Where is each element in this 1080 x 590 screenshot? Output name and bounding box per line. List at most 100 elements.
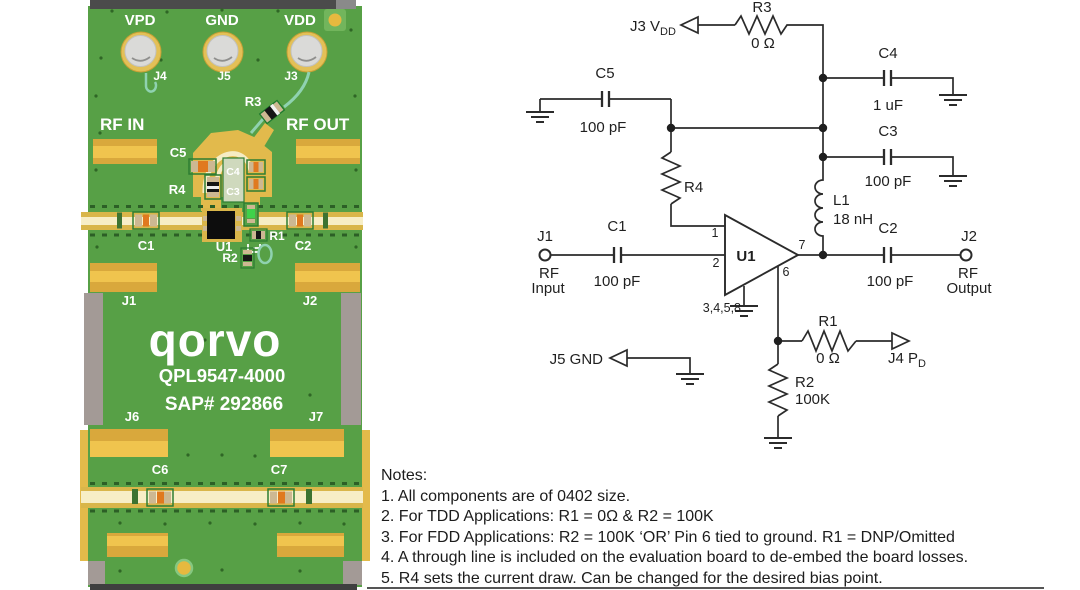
edge-connector-bottom-left	[88, 561, 105, 585]
pcb-silkscreen-labels: VPD GND VDD J4 J5 J3 R3 RF IN RF OUT C5 …	[100, 12, 350, 477]
fiducial-top	[324, 9, 346, 31]
pcb-component-c7	[267, 488, 295, 507]
label-j1: J1	[122, 293, 136, 308]
connector-j1-symbol	[538, 248, 552, 262]
pcb-top-edge	[90, 0, 356, 9]
connector-j5-arrow	[608, 348, 628, 368]
pcb-component-c6	[146, 488, 174, 507]
label-r3: R3	[245, 94, 262, 109]
label-r4: R4	[169, 182, 186, 197]
trace-j3	[283, 71, 311, 109]
edge-connector-left	[84, 293, 103, 425]
label-j2-rf: RF	[958, 265, 978, 282]
test-point-vpd	[120, 31, 162, 73]
pcb-photo: VPD GND VDD J4 J5 J3 R3 RF IN RF OUT C5 …	[80, 0, 370, 590]
label-r1-value: 0 Ω	[816, 350, 840, 367]
label-j1-ref: J1	[537, 228, 553, 245]
junction-dots	[666, 73, 828, 346]
connector-j2-symbol	[959, 248, 973, 262]
label-c5-value: 100 pF	[580, 119, 627, 136]
label-j2: J2	[303, 293, 317, 308]
pcb-component-c4	[246, 159, 266, 175]
note-item: 1. All components are of 0402 size.	[381, 487, 631, 505]
label-c1-value: 100 pF	[594, 273, 641, 290]
label-r1-ref: R1	[818, 313, 837, 330]
pcb-component-led	[243, 202, 259, 227]
schematic-labels: J3 VDD R3 0 Ω C4 1 uF C3 100 pF C5 100 p…	[531, 0, 992, 408]
label-j3-vdd: J3 VDD	[630, 18, 676, 38]
label-c4-ref: C4	[878, 45, 897, 62]
pcb-component-r2	[240, 247, 255, 269]
note-item: 3. For FDD Applications: R2 = 100K ‘OR’ …	[381, 528, 955, 546]
label-r3-value: 0 Ω	[751, 35, 775, 52]
amplifier-u1-symbol	[724, 213, 800, 297]
label-u1: U1	[216, 239, 233, 254]
pcb-bottom-edge	[90, 584, 357, 590]
label-gnd-pins: 3,4,5,8	[703, 301, 741, 315]
label-j7: J7	[309, 409, 323, 424]
label-r2-value: 100K	[795, 391, 830, 408]
label-gnd: GND	[205, 12, 239, 29]
label-r2: R2	[222, 251, 238, 265]
rf-ground-pads-lower	[90, 263, 360, 292]
label-j2-ref: J2	[961, 228, 977, 245]
c4-c3-pad-island	[222, 157, 245, 203]
label-c1: C1	[138, 238, 155, 253]
rf-ground-pads-upper	[93, 139, 360, 164]
note-item: 2. For TDD Applications: R1 = 0Ω & R2 = …	[381, 508, 714, 525]
trace-j4	[144, 73, 158, 93]
pcb-component-c1	[132, 211, 160, 230]
label-j1-rf: RF	[539, 265, 559, 282]
label-r2-ref: R2	[795, 374, 814, 391]
pcb-component-r4	[204, 174, 222, 200]
ground-symbols	[526, 94, 967, 449]
label-rf-out: RF OUT	[286, 115, 350, 134]
test-point-vdd	[286, 31, 328, 73]
label-pin7: 7	[799, 238, 806, 252]
label-c4: C4	[226, 166, 240, 178]
edge-connector-right	[341, 293, 361, 425]
label-rf-in: RF IN	[100, 115, 144, 134]
label-l1-value: 18 nH	[833, 211, 873, 228]
label-c4-value: 1 uF	[873, 97, 903, 114]
capacitor-symbols	[600, 70, 893, 263]
edge-connector-bottom-right	[343, 561, 362, 585]
schematic: J3 VDD R3 0 Ω C4 1 uF C3 100 pF C5 100 p…	[526, 0, 992, 449]
label-j1-input: Input	[531, 280, 565, 297]
pcb-component-r3	[258, 99, 286, 125]
part-number: QPL9547-4000	[159, 365, 286, 386]
label-pin2: 2	[713, 256, 720, 270]
fiducial-bottom	[174, 558, 194, 578]
label-j4-pd: J4 PD	[888, 350, 926, 370]
label-l1-ref: L1	[833, 192, 850, 209]
label-pin1: 1	[712, 226, 719, 240]
schematic-wiring	[539, 13, 961, 438]
label-vdd: VDD	[284, 12, 316, 29]
label-c5-ref: C5	[595, 65, 614, 82]
label-vpd: VPD	[125, 12, 156, 29]
qorvo-logo: qorvo	[149, 314, 282, 366]
pcb-component-c3	[246, 176, 266, 192]
label-j5-gnd: J5 GND	[550, 351, 604, 368]
label-j3: J3	[284, 69, 298, 83]
pcb-component-u1	[202, 208, 242, 242]
label-c2-ref: C2	[878, 220, 897, 237]
label-c2: C2	[295, 238, 312, 253]
pcb-component-r1	[249, 228, 268, 242]
label-c3: C3	[226, 186, 240, 198]
notes-block: Notes: 1. All components are of 0402 siz…	[381, 466, 968, 589]
pcb-component-c2	[286, 211, 314, 230]
note-item: 4. A through line is included on the eva…	[381, 549, 969, 566]
label-c3-ref: C3	[878, 123, 897, 140]
label-j6: J6	[125, 409, 139, 424]
trace-loop	[257, 243, 273, 265]
label-c1-ref: C1	[607, 218, 626, 235]
note-item: 5. R4 sets the current draw. Can be chan…	[381, 569, 883, 587]
label-c2-value: 100 pF	[867, 273, 914, 290]
label-c5: C5	[170, 145, 187, 160]
label-pin6: 6	[783, 265, 790, 279]
bottom-rule	[367, 587, 1044, 589]
label-r1: R1	[269, 229, 285, 243]
